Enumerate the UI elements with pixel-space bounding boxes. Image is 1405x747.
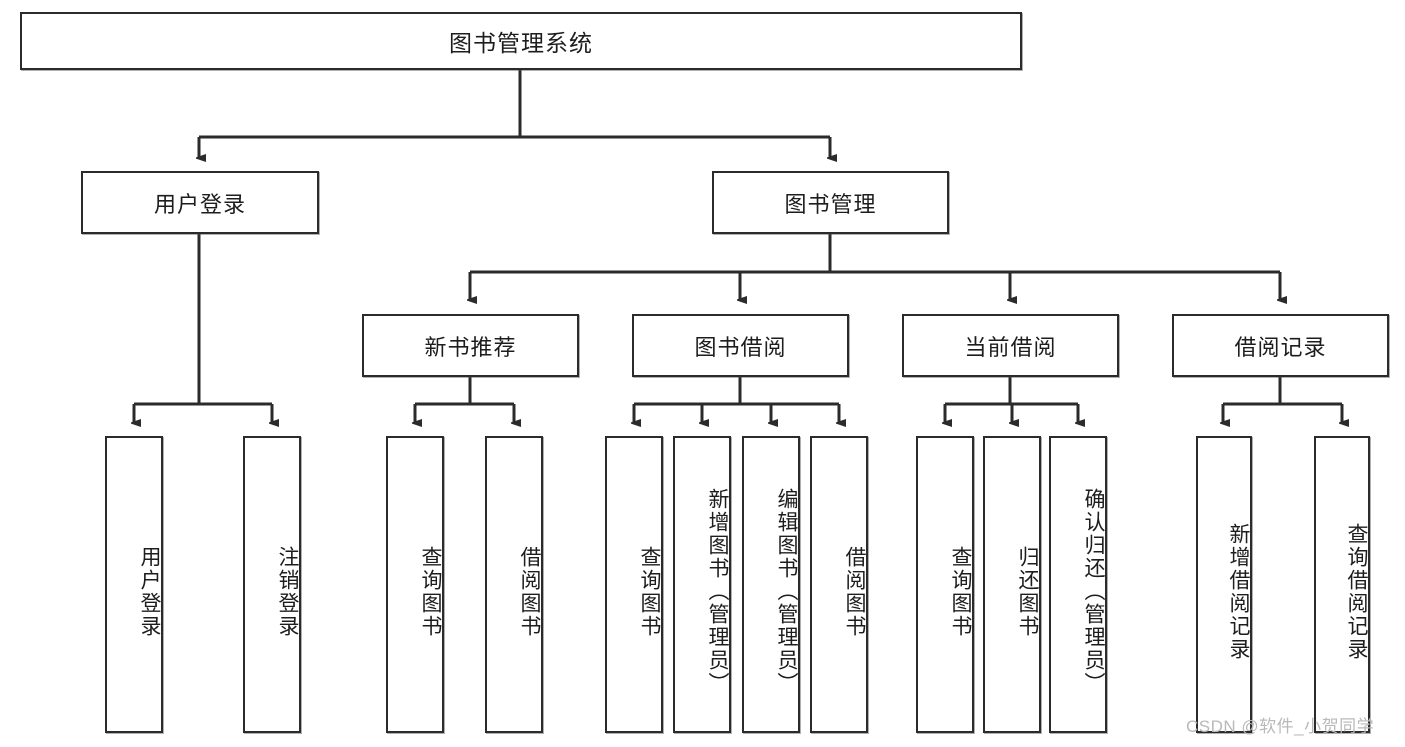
node-label: 查询借阅记录 xyxy=(1345,522,1368,661)
node-book-borrow[interactable]: 图书借阅 xyxy=(632,314,849,377)
node-new-book-recommend[interactable]: 新书推荐 xyxy=(362,314,579,377)
node-leaf-borrow-book-recommend[interactable]: 借阅图书 xyxy=(485,436,543,733)
node-label: 注销登录 xyxy=(276,545,299,638)
node-label: 图书借阅 xyxy=(694,334,787,360)
node-leaf-query-borrow-record[interactable]: 查询借阅记录 xyxy=(1314,436,1370,733)
node-label: 编辑图书（管理员） xyxy=(775,488,798,695)
node-label: 借阅图书 xyxy=(843,545,866,638)
node-leaf-return-book[interactable]: 归还图书 xyxy=(983,436,1041,733)
node-leaf-borrow-book[interactable]: 借阅图书 xyxy=(810,436,868,733)
node-label: 用户登录 xyxy=(138,545,161,638)
node-label: 新增图书（管理员） xyxy=(706,488,729,695)
node-leaf-query-book-recommend[interactable]: 查询图书 xyxy=(386,436,444,733)
node-leaf-query-book-borrow[interactable]: 查询图书 xyxy=(605,436,663,733)
node-label: 新增借阅记录 xyxy=(1227,522,1250,661)
node-book-management[interactable]: 图书管理 xyxy=(712,171,949,234)
node-root-book-management-system[interactable]: 图书管理系统 xyxy=(20,12,1022,70)
node-current-borrow[interactable]: 当前借阅 xyxy=(902,314,1119,377)
node-user-login[interactable]: 用户登录 xyxy=(81,171,319,234)
node-label: 借阅记录 xyxy=(1234,334,1327,360)
node-borrow-record[interactable]: 借阅记录 xyxy=(1172,314,1389,377)
watermark-csdn: CSDN @软件_小贺同学 xyxy=(1186,717,1375,736)
node-label: 查询图书 xyxy=(949,545,972,638)
node-label: 图书管理 xyxy=(784,191,877,217)
node-leaf-query-book-current[interactable]: 查询图书 xyxy=(916,436,974,733)
node-leaf-confirm-return-admin[interactable]: 确认归还（管理员） xyxy=(1049,436,1107,733)
node-leaf-edit-book-admin[interactable]: 编辑图书（管理员） xyxy=(742,436,800,733)
node-label: 借阅图书 xyxy=(518,545,541,638)
node-label: 新书推荐 xyxy=(424,334,517,360)
node-label: 查询图书 xyxy=(638,545,661,638)
node-label: 用户登录 xyxy=(153,191,246,217)
node-label: 确认归还（管理员） xyxy=(1082,488,1105,695)
node-label: 当前借阅 xyxy=(964,334,1057,360)
node-label: 图书管理系统 xyxy=(449,30,593,56)
node-leaf-add-borrow-record[interactable]: 新增借阅记录 xyxy=(1196,436,1252,733)
node-leaf-logout-login[interactable]: 注销登录 xyxy=(243,436,301,733)
node-leaf-user-login[interactable]: 用户登录 xyxy=(105,436,163,733)
node-label: 归还图书 xyxy=(1016,545,1039,638)
node-label: 查询图书 xyxy=(419,545,442,638)
node-leaf-add-book-admin[interactable]: 新增图书（管理员） xyxy=(673,436,731,733)
